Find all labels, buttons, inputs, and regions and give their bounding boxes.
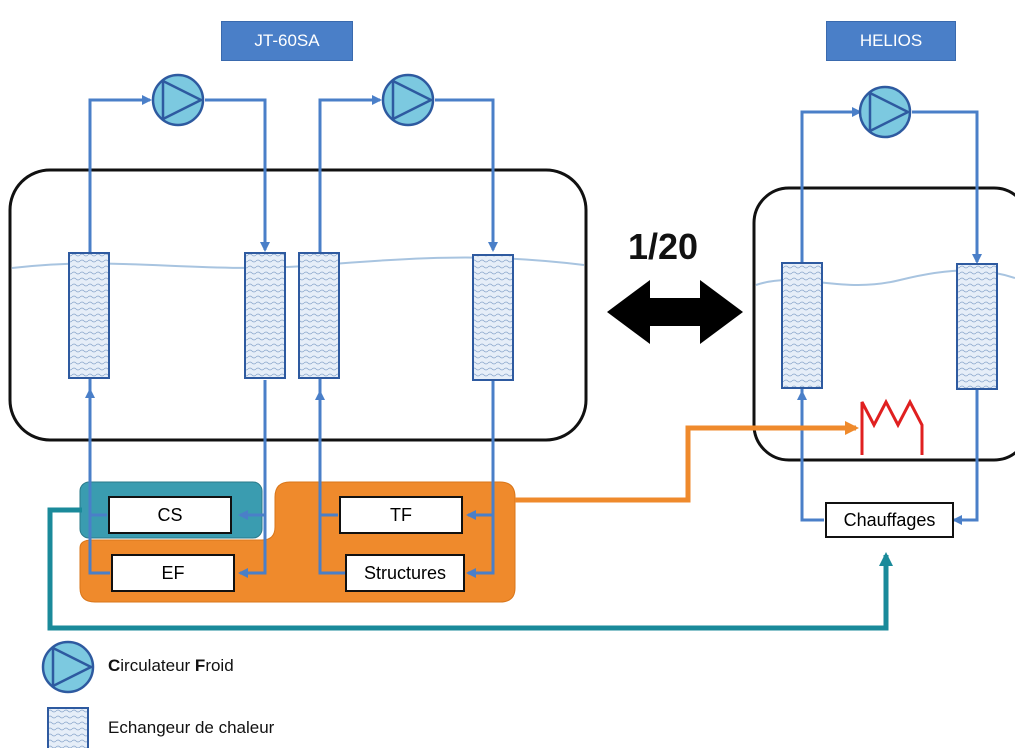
legend-pump-icon: [41, 640, 95, 694]
legend-pump-letter-f: F: [194, 656, 206, 675]
pipe-structures-return: [466, 515, 495, 578]
ef-box: EF: [111, 554, 235, 592]
heat-exchanger-helios-2: [956, 263, 998, 390]
pipe-pump2-out: [435, 98, 498, 252]
cs-box: CS: [108, 496, 232, 534]
legend-exchanger-icon: [47, 707, 89, 751]
pump-2-icon: [381, 73, 435, 127]
pipe-structures-feed: [315, 390, 345, 575]
pipe-pump3-in: [800, 107, 862, 260]
orange-heat-line: [515, 421, 859, 503]
heat-exchanger-return-2: [472, 254, 514, 381]
structures-box: Structures: [345, 554, 465, 592]
pipe-pump3-out: [912, 110, 982, 264]
jt60sa-title: JT-60SA: [221, 21, 353, 61]
scale-ratio-label: 1/20: [628, 226, 699, 267]
legend-pump-label: Circulateur Froid: [108, 656, 234, 676]
pipe-helios-feed: [797, 390, 824, 522]
pipe-pump2-in: [318, 95, 382, 250]
heat-exchanger-cs-ef: [68, 252, 110, 379]
pipe-pump1-out: [205, 98, 270, 252]
legend-pump-word-2: roid: [205, 656, 234, 675]
heat-exchanger-tf: [298, 252, 340, 379]
pipe-helios-return: [952, 390, 979, 525]
helios-title: HELIOS: [826, 21, 956, 61]
chauffages-box: Chauffages: [825, 502, 954, 538]
scaling-double-arrow: [607, 280, 743, 344]
helios-cryostat: [752, 186, 1015, 462]
legend-exchanger-label: Echangeur de chaleur: [108, 718, 275, 737]
heat-exchanger-helios-1: [781, 262, 823, 389]
pipe-pump1-in: [88, 95, 152, 250]
pipe-ef-return: [238, 515, 267, 578]
tf-box: TF: [339, 496, 463, 534]
legend-pump-letter-c: C: [108, 656, 121, 675]
pump-1-icon: [151, 73, 205, 127]
pipe-ef-feed: [85, 388, 110, 575]
teal-heat-line: [47, 507, 893, 631]
pump-3-icon: [858, 85, 912, 139]
heater-resistor-icon: [860, 398, 924, 455]
heat-exchanger-return-1: [244, 252, 286, 379]
legend-pump-word-1: irculateur: [120, 656, 195, 675]
